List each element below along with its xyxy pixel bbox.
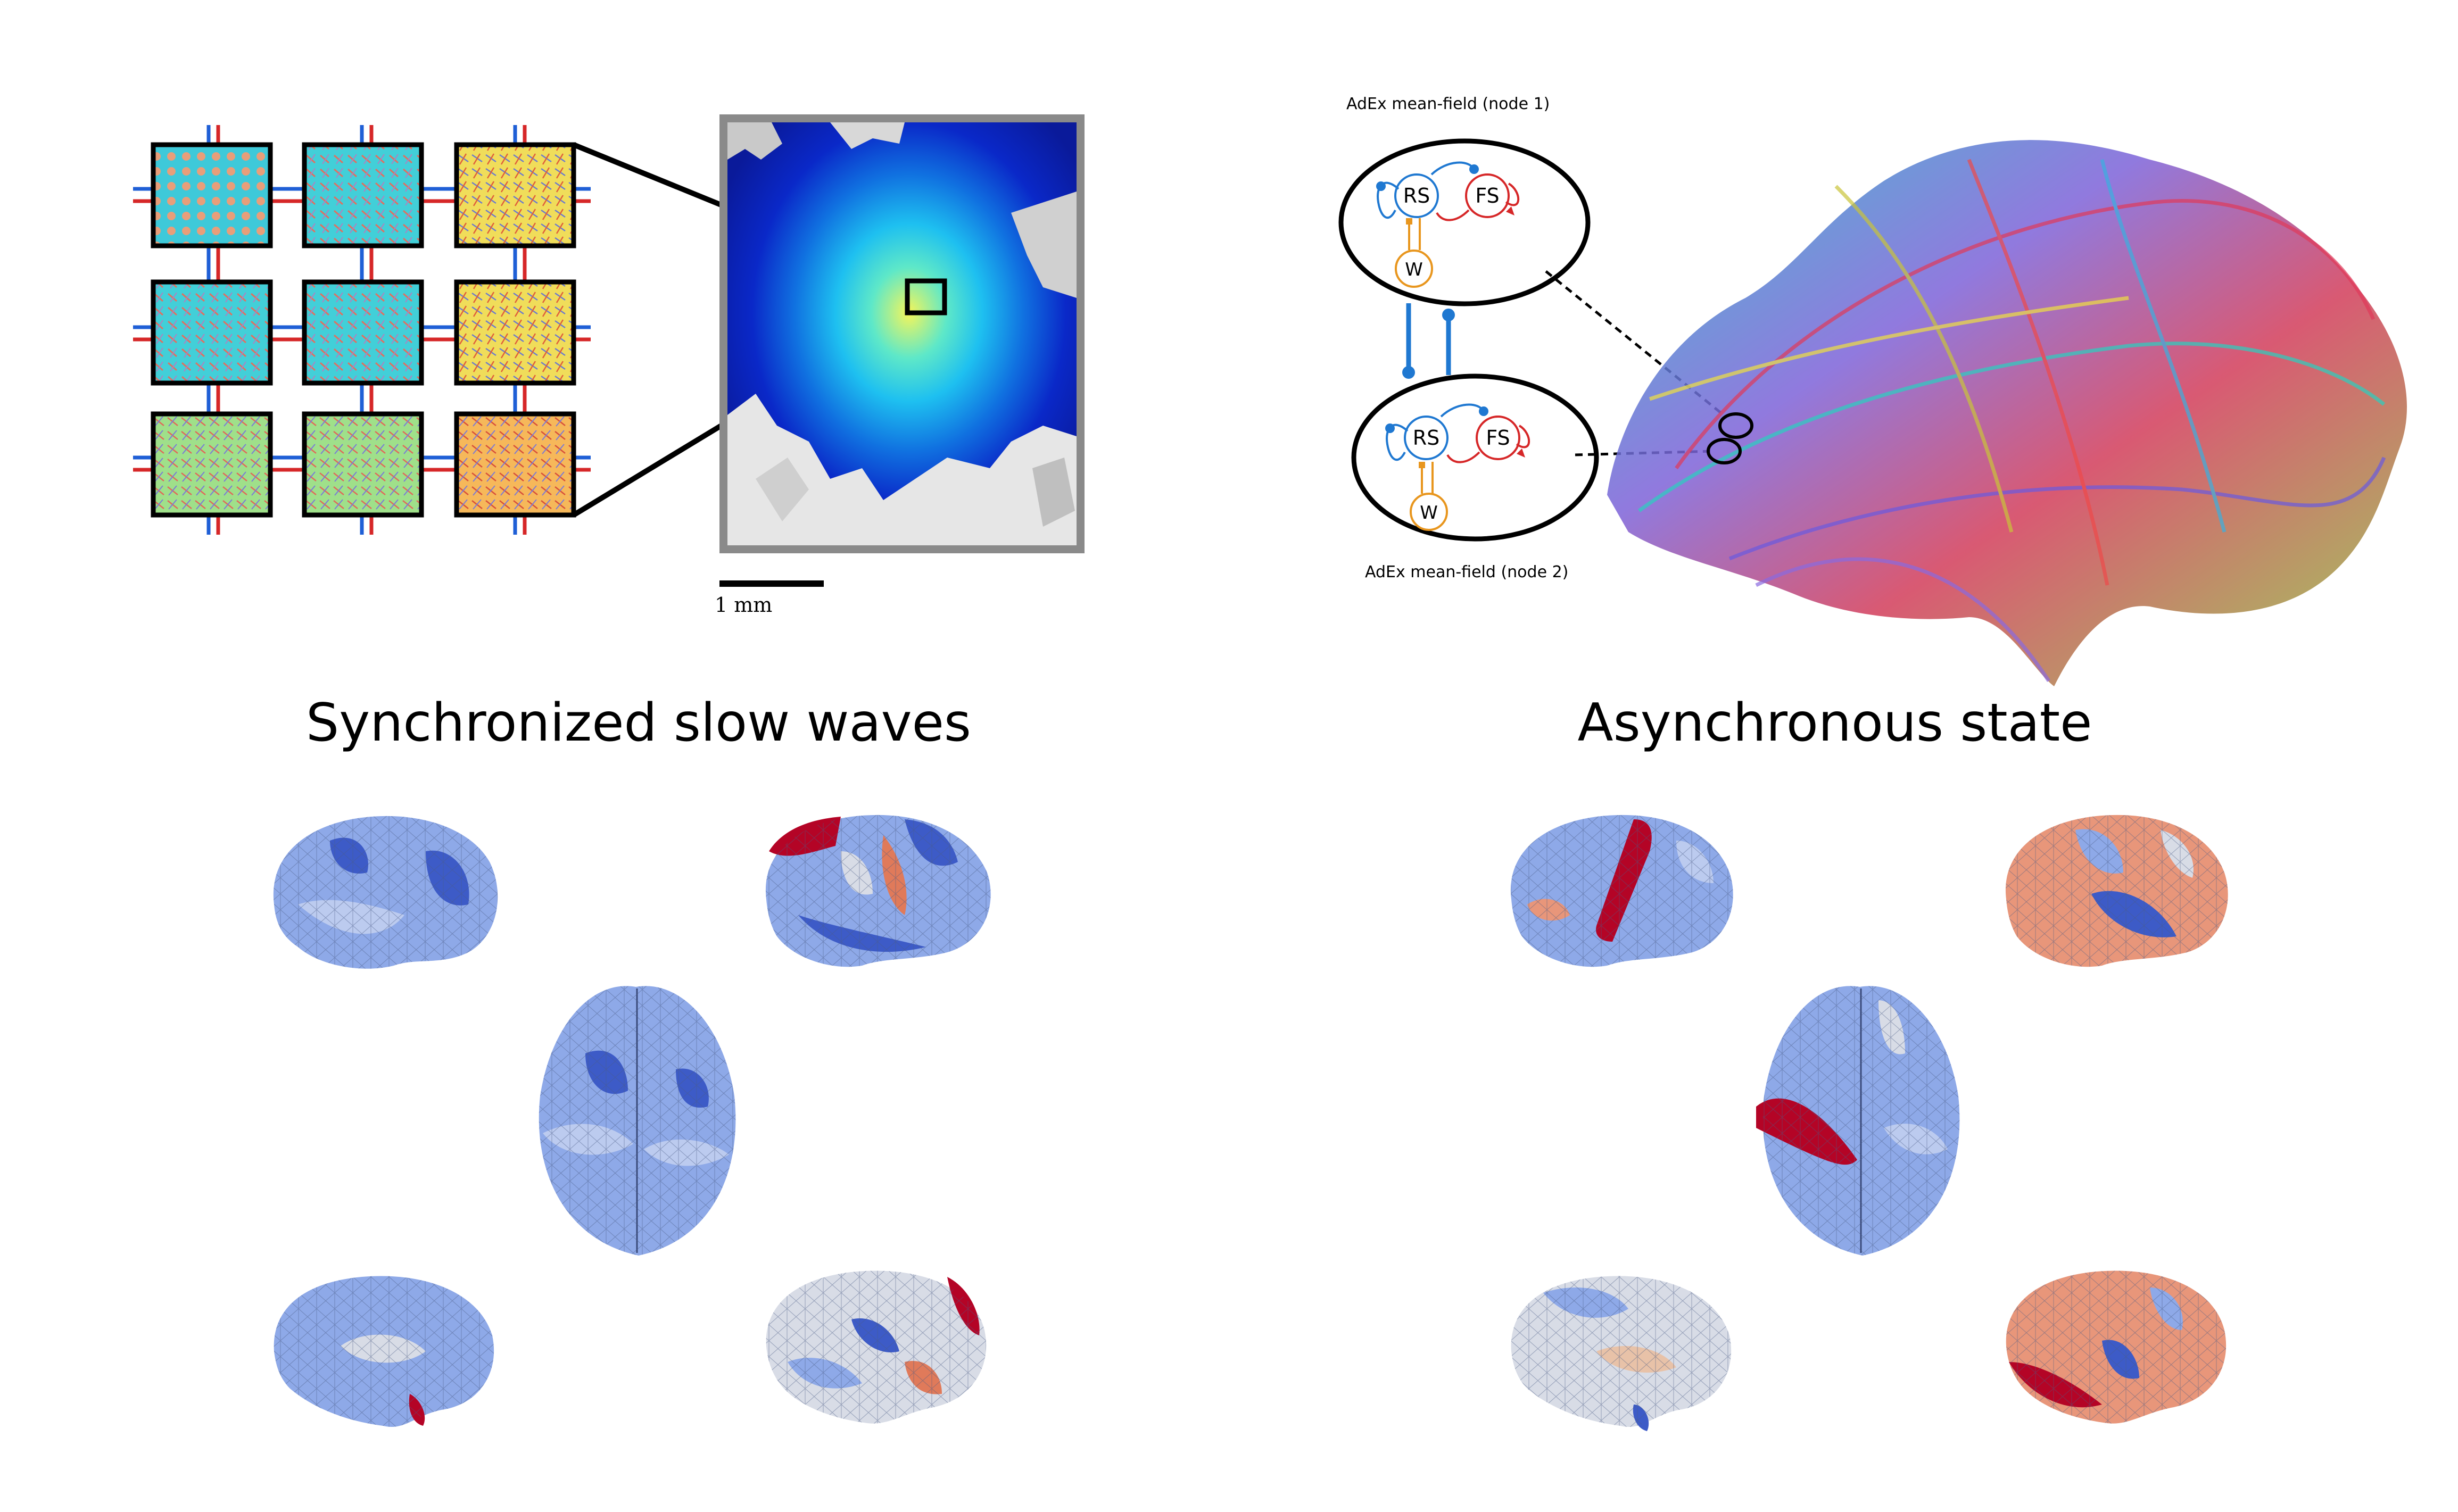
brain-right-lateral-tr bbox=[2005, 815, 2228, 967]
node2-w: W bbox=[1420, 502, 1438, 524]
grid-cell-1-1 bbox=[151, 142, 273, 248]
brain-left-dorsal bbox=[539, 986, 736, 1256]
grid-cell-1-3 bbox=[454, 142, 576, 248]
grid-cell-3-2 bbox=[302, 411, 424, 518]
grid-cell-3-3 bbox=[454, 411, 576, 518]
title-left: Synchronized slow waves bbox=[306, 693, 971, 753]
brain-surface-icon bbox=[273, 815, 991, 1427]
title-right: Asynchronous state bbox=[1578, 693, 2092, 753]
node1-label: AdEx mean-field (node 1) bbox=[1346, 95, 1550, 113]
brain-left-lateral-tr bbox=[765, 815, 991, 967]
brain-left-medial-br bbox=[766, 1270, 987, 1424]
node1-rs: RS bbox=[1403, 184, 1430, 207]
grid-cell-3-1 bbox=[151, 411, 273, 518]
brain-left-medial-bl bbox=[274, 1276, 494, 1427]
grid-cell-2-3 bbox=[454, 279, 576, 386]
brain-right-dorsal bbox=[1756, 986, 1960, 1256]
grid-cell-1-2 bbox=[302, 142, 424, 248]
node1-ellipse: RS FS W bbox=[1338, 138, 1591, 306]
grid-cell-2-2 bbox=[302, 279, 424, 386]
node2-ellipse: RS FS W bbox=[1351, 373, 1599, 542]
node2-fs: FS bbox=[1486, 426, 1510, 450]
node1-fs: FS bbox=[1475, 184, 1499, 207]
brain-right-lateral-tl bbox=[1510, 815, 1733, 967]
mean-field-diagram: AdEx mean-field (node 1) AdEx mean-field… bbox=[1338, 95, 1728, 581]
brain-surface-icon bbox=[1510, 815, 2228, 1431]
node2-label: AdEx mean-field (node 2) bbox=[1365, 563, 1568, 581]
inter-node-links bbox=[1406, 303, 1451, 377]
neural-grid-icon bbox=[133, 125, 909, 535]
node1-w: W bbox=[1405, 259, 1423, 280]
brain-left-lateral-tl bbox=[273, 816, 498, 969]
node2-rs: RS bbox=[1413, 426, 1440, 450]
cortical-activity-map-icon: 1 mm bbox=[715, 114, 1085, 617]
brain-right-medial-bl bbox=[1511, 1276, 1732, 1431]
tractography-brain-icon bbox=[1607, 140, 2407, 686]
grid-cell-2-1 bbox=[151, 279, 273, 386]
brain-right-medial-br bbox=[2006, 1270, 2227, 1424]
scale-bar-label: 1 mm bbox=[715, 593, 772, 617]
